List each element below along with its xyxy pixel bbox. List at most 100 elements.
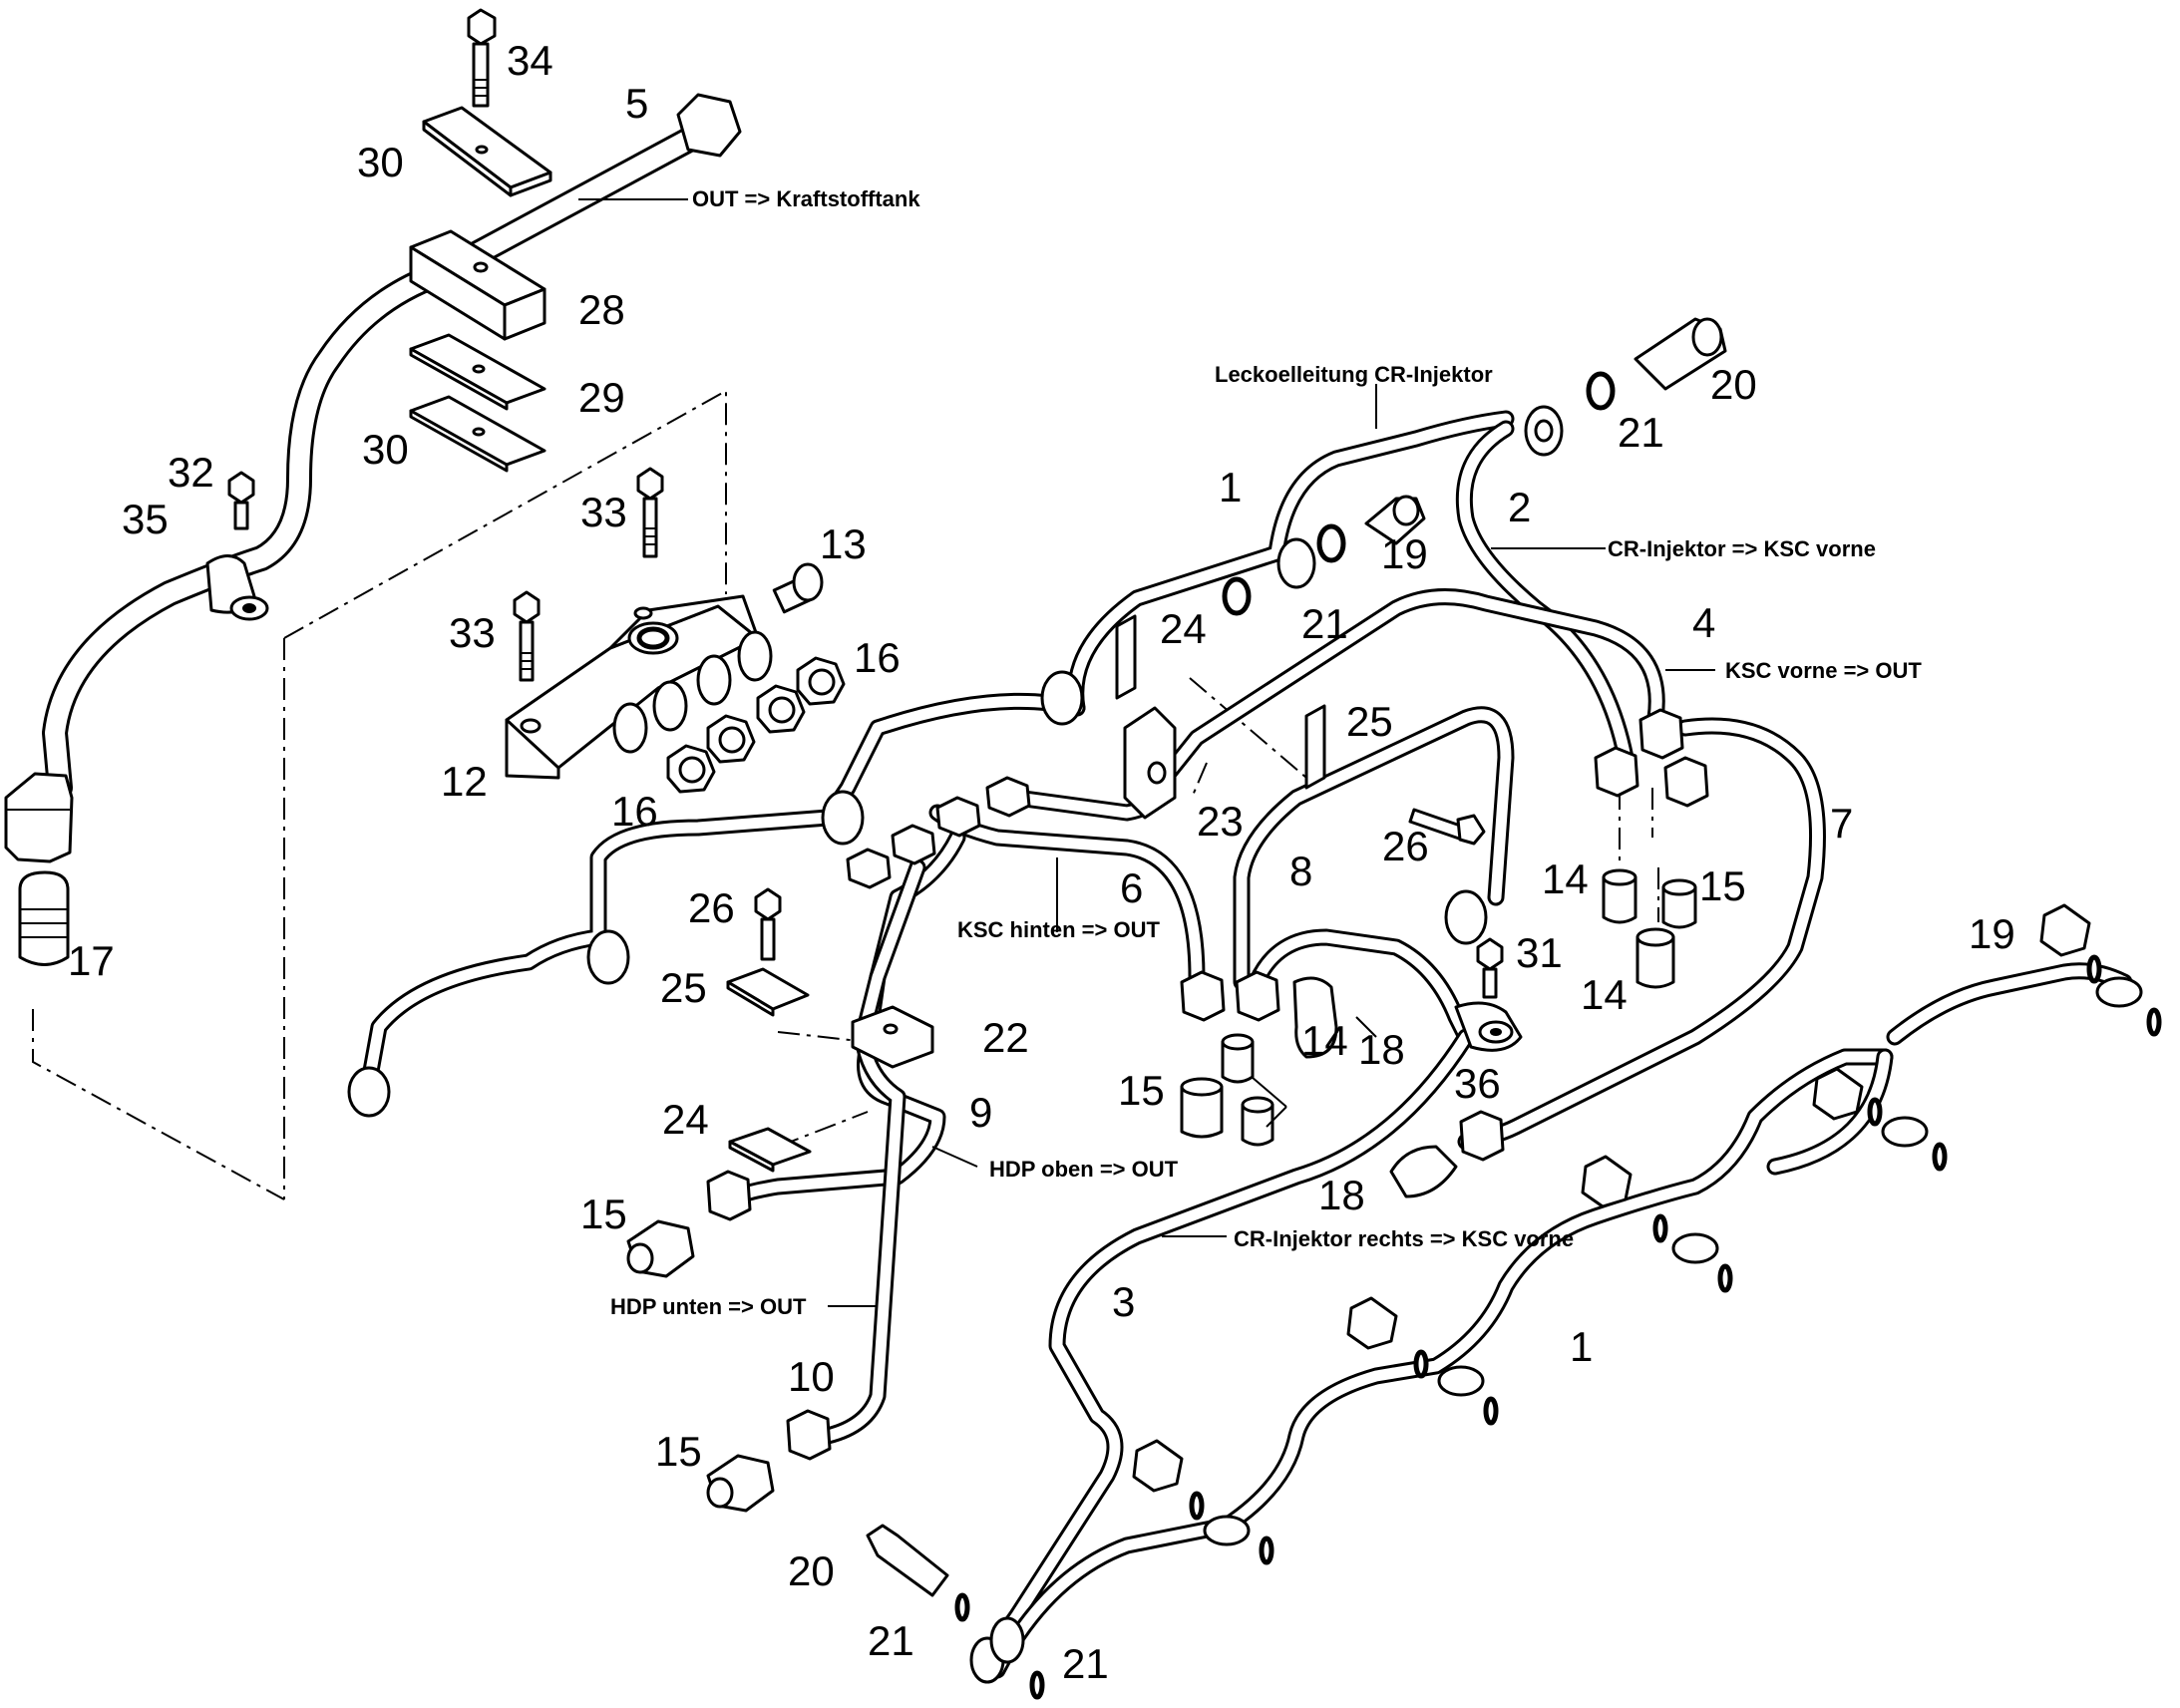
fittings-16 — [666, 656, 846, 794]
washers-21-mid — [1222, 523, 1346, 616]
part-number-labels: 34 5 30 28 29 30 32 35 17 33 33 13 16 16… — [68, 37, 2015, 1687]
part-number: 12 — [441, 758, 488, 805]
part-number: 20 — [788, 1547, 835, 1594]
part-number: 3 — [1112, 1278, 1135, 1325]
part-number: 24 — [662, 1096, 709, 1143]
fitting-16-d — [666, 744, 716, 794]
plate-29 — [409, 333, 546, 411]
plate-25-lower — [726, 967, 810, 1017]
part-number: 20 — [1710, 361, 1757, 408]
label-cr-ksc-vorne: CR-Injektor => KSC vorne — [1608, 536, 1876, 561]
bracket-25-upper — [1304, 704, 1326, 790]
bolt-26-upper — [1408, 808, 1486, 846]
hex-nut-top — [676, 93, 742, 158]
part-number: 24 — [1160, 605, 1207, 652]
pipe-hex-nuts — [706, 708, 1709, 1461]
part-number: 21 — [868, 1617, 914, 1664]
banjo-bolt-20 — [866, 1524, 949, 1597]
part-number: 14 — [1301, 1017, 1348, 1064]
banjo-eye-top — [1524, 405, 1564, 457]
label-cr-rechts-ksc-vorne: CR-Injektor rechts => KSC vorne — [1234, 1226, 1574, 1251]
bolt-26-lower — [754, 887, 782, 961]
part-number: 16 — [611, 788, 658, 835]
label-hdp-unten-out: HDP unten => OUT — [610, 1294, 807, 1319]
part-number: 15 — [1118, 1067, 1165, 1114]
union-15-b — [706, 1454, 775, 1513]
leader-lines — [578, 198, 1715, 1307]
banjo-bolt-5 — [2039, 903, 2091, 957]
elbow-fitting-18-upper — [1292, 976, 1338, 1059]
fitting-16-a — [796, 656, 846, 706]
adapter-14-c — [1221, 1033, 1255, 1084]
union-15-a — [626, 1219, 695, 1278]
part-number: 14 — [1581, 971, 1628, 1018]
bolt-31 — [1476, 937, 1504, 999]
part-number: 33 — [580, 489, 627, 535]
hex-nut-bottom — [4, 772, 74, 863]
part-number: 10 — [788, 1353, 835, 1400]
adapter-14-b — [1635, 927, 1675, 989]
part-number: 30 — [362, 426, 409, 473]
assembly-guide-lines — [32, 389, 1659, 1200]
bolt-34 — [467, 8, 497, 108]
part-number: 31 — [1516, 929, 1563, 976]
banjo-bolt-19-mid — [1364, 495, 1426, 545]
banjo-bolt-3 — [1581, 1155, 1633, 1208]
clamp-block-28 — [409, 229, 546, 341]
plate-30-lower — [409, 395, 546, 473]
pipe-clip-36 — [1454, 1001, 1523, 1052]
sealing-washers-lower — [954, 954, 2162, 1700]
part-number: 13 — [820, 520, 867, 567]
part-number: 17 — [68, 937, 115, 984]
part-number: 21 — [1301, 600, 1348, 647]
adapter-14-d — [1241, 1096, 1274, 1147]
banjo-eye-mid — [1276, 537, 1316, 589]
part-number: 9 — [969, 1089, 992, 1136]
union-15-d — [1661, 878, 1697, 929]
label-out-tank: OUT => Kraftstofftank — [692, 186, 920, 211]
part-number: 34 — [507, 37, 553, 84]
part-number: 14 — [1542, 855, 1589, 902]
part-number: 26 — [688, 884, 735, 931]
part-number: 19 — [1381, 530, 1428, 577]
elbow-fitting-18-lower — [1389, 1145, 1458, 1198]
bolt-33-right — [636, 467, 664, 558]
clamp-22 — [851, 1005, 934, 1069]
banjo-bolts-lower — [866, 903, 2091, 1597]
part-number: 22 — [982, 1014, 1029, 1061]
part-number: 5 — [625, 80, 648, 127]
fitting-16-b — [756, 684, 806, 734]
washer-21-top — [1586, 371, 1616, 411]
part-number: 32 — [168, 449, 214, 496]
pipe-3-and-injector-lines — [969, 962, 2143, 1684]
part-number: 21 — [1062, 1640, 1109, 1687]
plate-24-lower — [728, 1127, 812, 1173]
part-number: 19 — [1969, 910, 2015, 957]
part-number: 35 — [122, 496, 169, 542]
union-15-c — [1180, 1077, 1224, 1139]
part-number: 4 — [1692, 599, 1715, 646]
part-number: 18 — [1358, 1026, 1405, 1073]
label-hdp-oben-out: HDP oben => OUT — [989, 1157, 1179, 1182]
part-number: 25 — [1346, 698, 1393, 745]
part-number: 15 — [655, 1428, 702, 1475]
banjo-bolt-1 — [1346, 1296, 1398, 1350]
bracket-24-upper — [1115, 614, 1137, 700]
flow-labels: OUT => Kraftstofftank Leckoelleitung CR-… — [610, 186, 1922, 1319]
clamp-23 — [1123, 706, 1177, 820]
pipe-5-return-line — [4, 93, 742, 863]
banjo-bolt-2 — [1132, 1439, 1184, 1493]
part-number: 29 — [578, 374, 625, 421]
banjo-bolt-20-top — [1634, 317, 1727, 391]
label-ksc-vorne-out: KSC vorne => OUT — [1725, 658, 1922, 683]
fitting-16-c — [706, 714, 756, 764]
part-number: 1 — [1570, 1323, 1593, 1370]
part-number: 21 — [1618, 409, 1664, 456]
plug-17 — [18, 870, 70, 966]
part-number: 16 — [854, 634, 901, 681]
part-number: 28 — [578, 286, 625, 333]
bolt-32 — [227, 471, 255, 530]
part-number: 18 — [1318, 1172, 1365, 1218]
part-number: 8 — [1289, 848, 1312, 894]
